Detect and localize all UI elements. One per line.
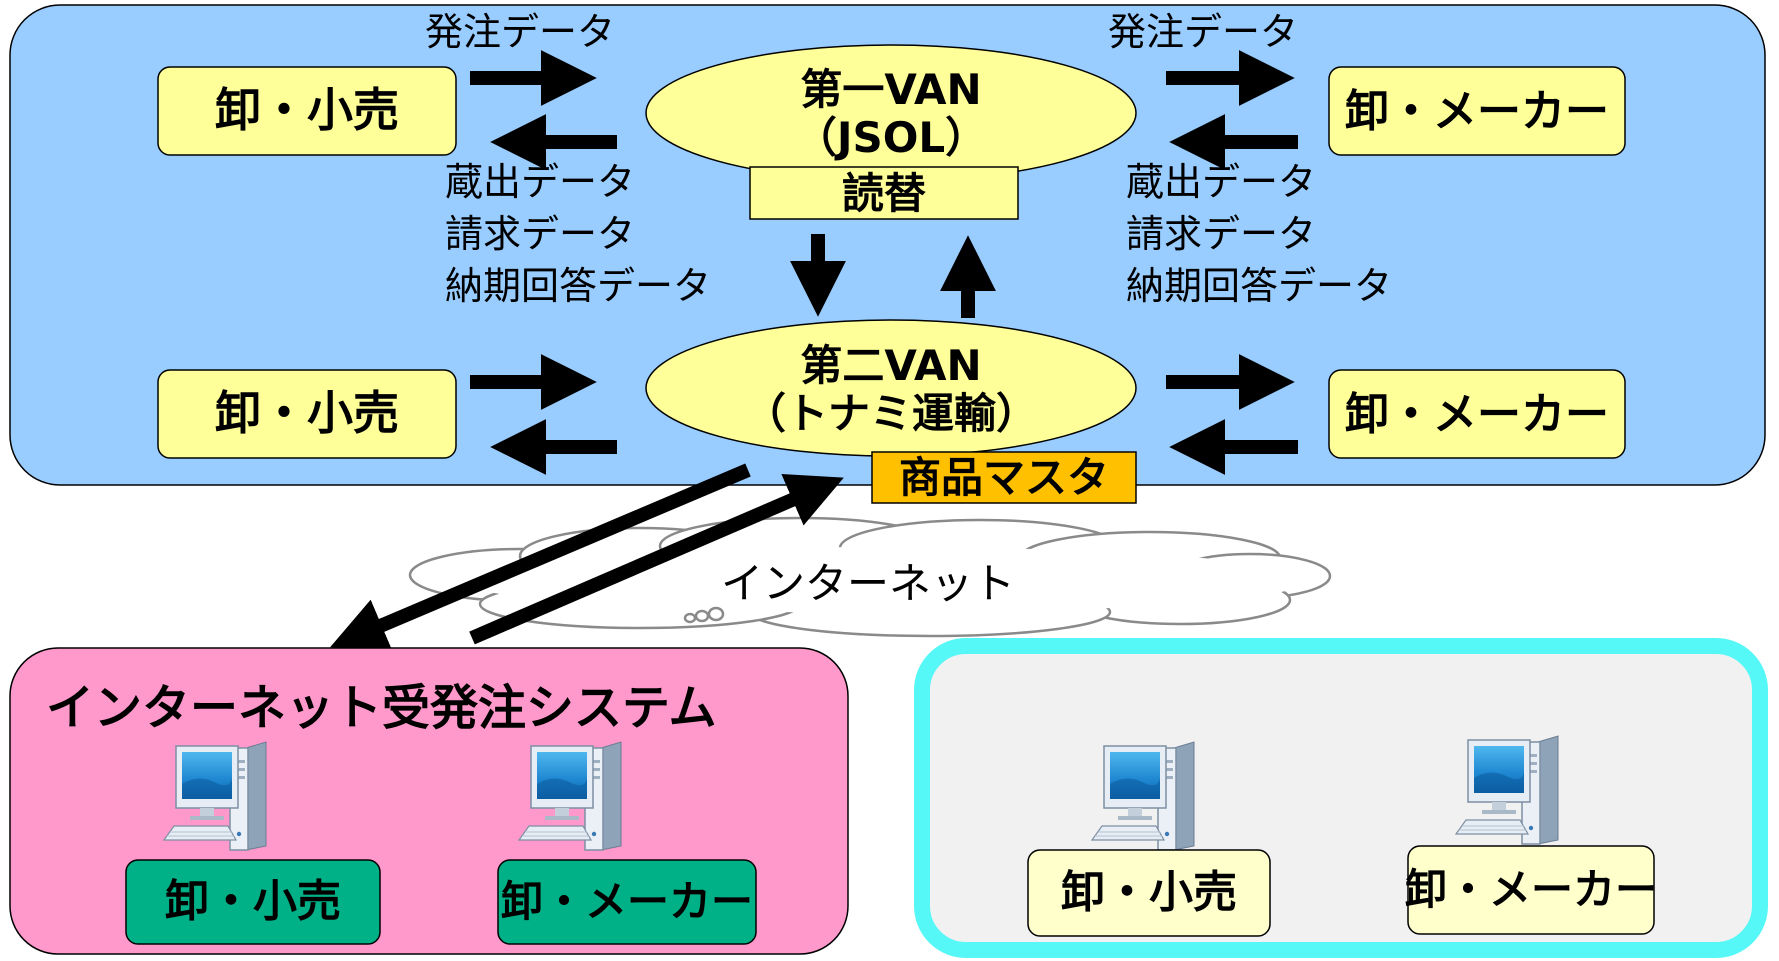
- conversion-label: 読替: [842, 169, 926, 218]
- right-return-label-2: 請求データ: [1126, 212, 1316, 256]
- web-retail-label: 卸・小売: [165, 876, 341, 927]
- arrow-van2-to-web: [330, 463, 751, 652]
- right-return-label-3: 納期回答データ: [1126, 264, 1392, 308]
- computer-icon: [1091, 741, 1195, 851]
- left-order-label: 発注データ: [425, 10, 615, 54]
- other-retail-box: 卸・小売: [1027, 849, 1271, 937]
- web-maker-box: 卸・メーカー: [497, 859, 757, 945]
- cloud-icon: [408, 516, 1332, 638]
- computer-icon: [1455, 735, 1559, 845]
- second-van-operator: （トナミ運輸）: [744, 389, 1038, 438]
- first-van-node: 第一VAN （JSOL）: [645, 44, 1137, 182]
- right-lower-maker-box: 卸・メーカー: [1328, 369, 1626, 459]
- computer-icon: [163, 741, 267, 851]
- left-upper-retail-label: 卸・小売: [215, 83, 399, 137]
- right-upper-maker-label: 卸・メーカー: [1345, 86, 1609, 137]
- web-retail-box: 卸・小売: [125, 859, 381, 945]
- right-order-label: 発注データ: [1108, 10, 1298, 54]
- other-maker-label: 卸・メーカー: [1405, 865, 1657, 914]
- other-maker-box: 卸・メーカー: [1405, 845, 1657, 935]
- second-van-title: 第二VAN: [800, 341, 981, 390]
- left-return-label-2: 請求データ: [445, 212, 635, 256]
- left-return-label-1: 蔵出データ: [445, 160, 635, 204]
- right-lower-maker-label: 卸・メーカー: [1345, 389, 1609, 440]
- second-van-node: 第二VAN （トナミ運輸）: [645, 319, 1137, 457]
- product-master-box: 商品マスタ: [871, 451, 1137, 504]
- web-system-title: インターネット受発注システム: [46, 680, 717, 736]
- computer-icon: [518, 741, 622, 851]
- web-maker-label: 卸・メーカー: [501, 877, 753, 926]
- right-upper-maker-box: 卸・メーカー: [1328, 66, 1626, 156]
- conversion-box: 読替: [749, 166, 1019, 220]
- arrow-web-to-van2: [469, 474, 844, 645]
- left-lower-retail-label: 卸・小売: [215, 386, 399, 440]
- product-master-label: 商品マスタ: [899, 453, 1109, 502]
- left-upper-retail-box: 卸・小売: [157, 66, 457, 156]
- left-lower-retail-box: 卸・小売: [157, 369, 457, 459]
- other-retail-label: 卸・小売: [1061, 867, 1237, 918]
- internet-label: インターネット: [721, 559, 1015, 608]
- left-return-label-3: 納期回答データ: [445, 264, 711, 308]
- first-van-title: 第一VAN: [800, 65, 981, 114]
- right-return-label-1: 蔵出データ: [1126, 160, 1316, 204]
- first-van-operator: （JSOL）: [795, 113, 987, 162]
